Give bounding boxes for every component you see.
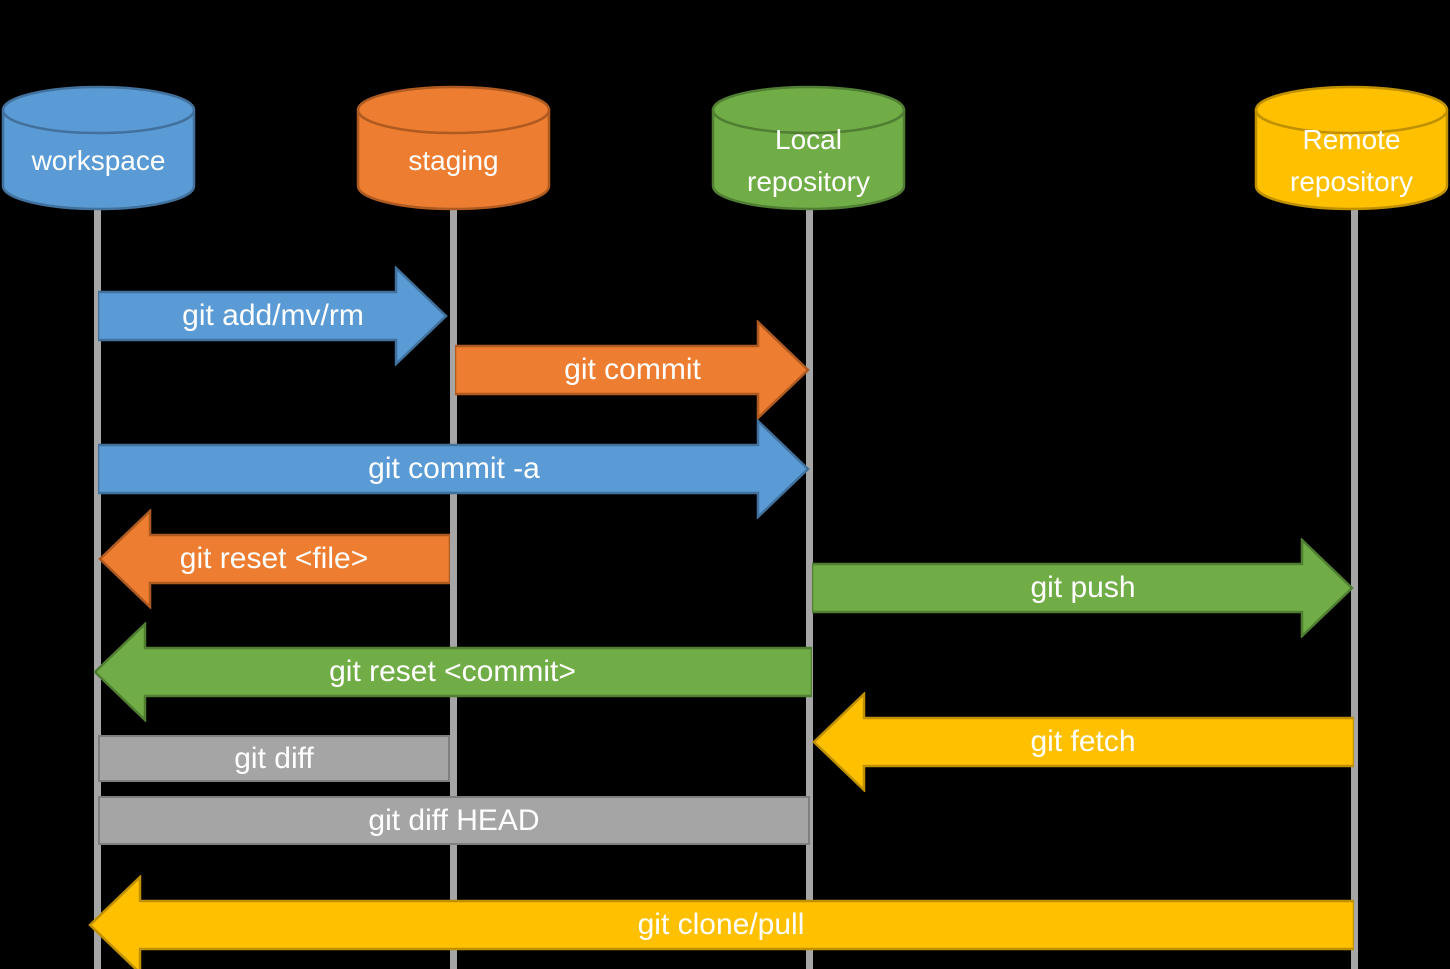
node-remote-repository-label: Remote repository: [1290, 124, 1413, 197]
node-workspace: workspace: [0, 84, 197, 212]
database-cylinder-icon: [711, 85, 906, 211]
edge-git-reset-file: git reset <file>: [98, 509, 450, 609]
left-arrow-icon: [93, 622, 812, 722]
lifeline-remote-repository: [1351, 208, 1358, 969]
node-workspace-label: workspace: [31, 145, 166, 176]
edge-label: git clone/pull: [637, 908, 805, 941]
lifeline-workspace: [94, 208, 101, 969]
edge-git-push: git push: [812, 538, 1354, 638]
edge-git-reset-commit: git reset <commit>: [93, 622, 812, 722]
database-cylinder-icon: [1254, 85, 1449, 211]
edge-git-clone-pull: git clone/pull: [88, 875, 1354, 969]
edge-label: git reset <commit>: [329, 655, 576, 688]
lifeline-staging: [450, 208, 457, 969]
right-arrow-icon: [98, 419, 810, 519]
edge-label: git push: [1030, 571, 1136, 604]
right-arrow-icon: [98, 266, 448, 366]
edge-label: git commit: [564, 353, 701, 386]
node-staging: staging: [355, 84, 552, 212]
edge-label: git add/mv/rm: [182, 299, 364, 332]
right-arrow-icon: [812, 538, 1354, 638]
left-arrow-icon: [812, 692, 1354, 792]
edge-label: git reset <file>: [179, 542, 369, 575]
edge-git-commit: git commit: [455, 320, 810, 420]
left-arrow-icon: [88, 875, 1354, 969]
edge-git-commit-a: git commit -a: [98, 419, 810, 519]
edge-git-add-mv-rm: git add/mv/rm: [98, 266, 448, 366]
edge-label: git commit -a: [368, 452, 540, 485]
edge-git-diff-head: git diff HEAD: [98, 796, 810, 845]
node-local-repository: Local repository: [710, 84, 907, 212]
edge-git-fetch: git fetch: [812, 692, 1354, 792]
edge-label: git diff: [234, 741, 314, 775]
edge-label: git diff HEAD: [368, 803, 540, 837]
right-arrow-icon: [455, 320, 810, 420]
database-cylinder-icon: [356, 85, 551, 211]
left-arrow-icon: [98, 509, 450, 609]
edge-label: git fetch: [1030, 725, 1136, 758]
lifeline-local-repository: [806, 208, 813, 969]
database-cylinder-icon: [1, 85, 196, 211]
node-local-repository-label: Local repository: [747, 124, 870, 197]
node-staging-label: staging: [408, 145, 499, 176]
edge-git-diff: git diff: [98, 735, 450, 782]
node-remote-repository: Remote repository: [1253, 84, 1450, 212]
